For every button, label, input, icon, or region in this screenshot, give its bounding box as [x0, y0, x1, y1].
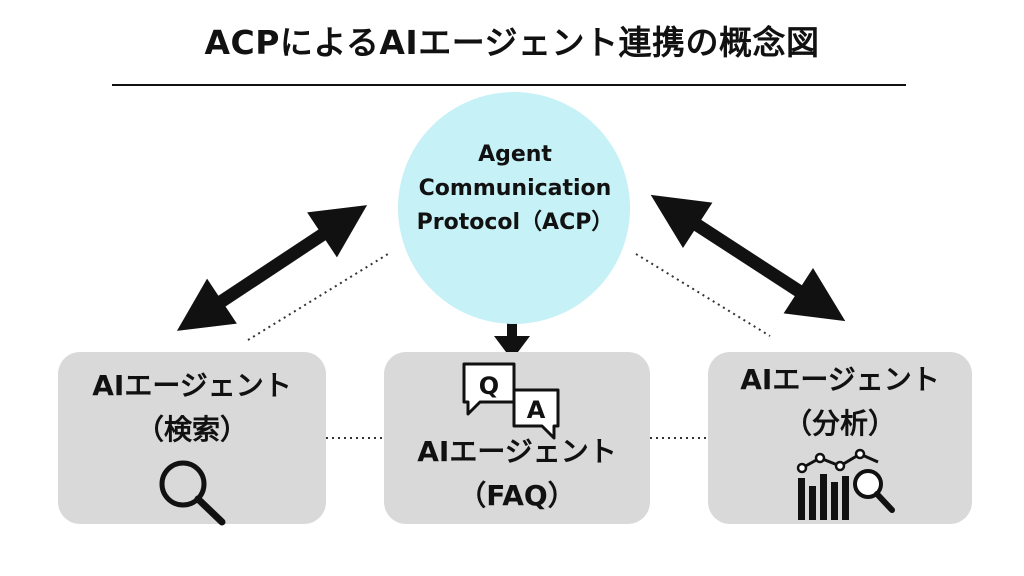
agent-name: AIエージェント	[417, 435, 617, 468]
acp-label: Agent Communication Protocol（ACP）	[380, 138, 650, 240]
agent-name: AIエージェント	[92, 369, 292, 402]
agent-label-faq: AIエージェント （FAQ）	[384, 430, 650, 518]
qa-icon-a: A	[527, 396, 546, 424]
acp-label-line1: Agent	[478, 142, 552, 167]
acp-circle	[398, 92, 630, 324]
agent-box-faq	[384, 352, 650, 524]
qa-icon: Q A	[462, 362, 560, 440]
page-title: ACPによるAIエージェント連携の概念図	[204, 23, 820, 62]
agent-label-analysis: AIエージェント （分析）	[708, 358, 972, 446]
agent-label-search: AIエージェント （検索）	[58, 364, 326, 452]
title-divider	[112, 84, 906, 86]
agent-box-analysis	[708, 352, 972, 524]
analytics-icon	[796, 448, 895, 520]
search-icon	[159, 460, 226, 526]
agent-name: AIエージェント	[740, 363, 940, 396]
agent-role: （検索）	[135, 413, 248, 446]
arrow-left-agent	[176, 205, 368, 331]
dotted-line-right	[635, 253, 771, 337]
qa-icon-q: Q	[479, 372, 499, 400]
acp-label-line3: Protocol（ACP）	[416, 210, 614, 235]
arrow-right-agent	[650, 194, 846, 322]
agent-role: （分析）	[783, 407, 896, 440]
agent-role: （FAQ）	[458, 479, 576, 512]
acp-label-line2: Communication	[418, 176, 612, 201]
agent-box-search	[58, 352, 326, 524]
